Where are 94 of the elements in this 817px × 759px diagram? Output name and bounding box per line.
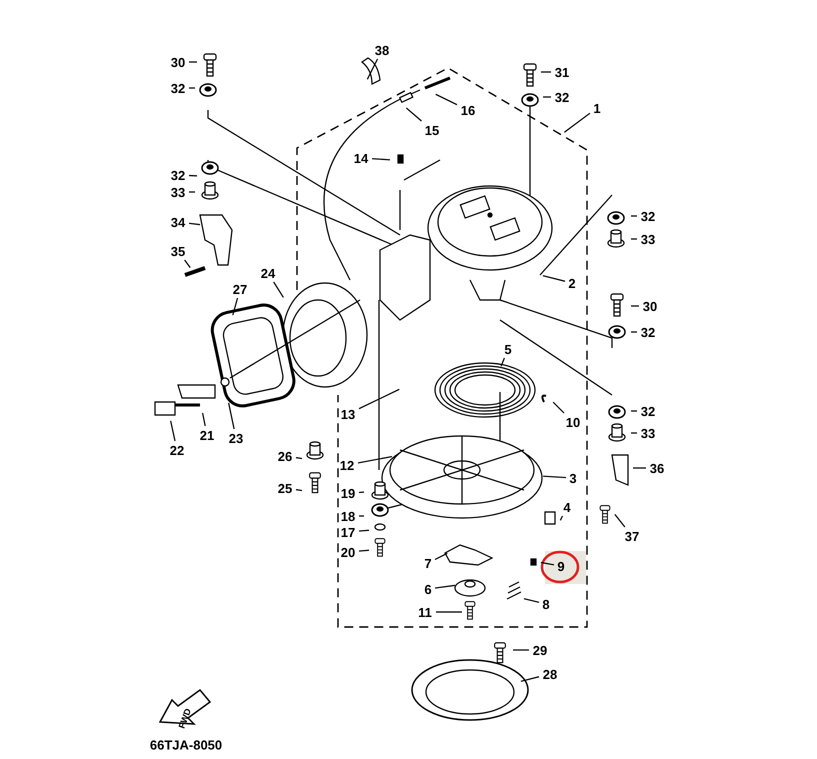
leader-line bbox=[232, 298, 238, 316]
leader-line bbox=[631, 305, 639, 307]
callout-number: 23 bbox=[226, 430, 246, 446]
callout-number: 16 bbox=[458, 102, 478, 118]
callout-number: 31 bbox=[552, 64, 572, 80]
leader-line bbox=[202, 412, 206, 426]
leader-line bbox=[500, 358, 505, 366]
callout-number: 21 bbox=[197, 427, 217, 443]
callout-number: 17 bbox=[338, 524, 358, 540]
leader-line bbox=[524, 598, 540, 603]
drawing-number: 66TJA-8050 bbox=[150, 738, 222, 752]
callout-number: 34 bbox=[168, 214, 188, 230]
leader-line bbox=[189, 191, 195, 193]
leader-line bbox=[358, 456, 392, 464]
leader-line bbox=[542, 275, 566, 282]
callout-number: 35 bbox=[168, 243, 188, 259]
callout-number: 10 bbox=[563, 414, 583, 430]
callout-number: 29 bbox=[530, 642, 550, 658]
leader-line bbox=[366, 58, 378, 80]
leader-line bbox=[631, 432, 637, 434]
leader-line bbox=[358, 388, 400, 410]
leader-line bbox=[296, 457, 302, 460]
callout-number: 6 bbox=[422, 581, 434, 597]
leader-line bbox=[633, 467, 646, 469]
leader-line bbox=[541, 71, 551, 73]
callout-number: 28 bbox=[540, 666, 560, 682]
callout-number: 5 bbox=[502, 341, 514, 357]
callout-number: 32 bbox=[168, 80, 188, 96]
leader-line bbox=[513, 649, 529, 651]
callout-number: 9 bbox=[555, 558, 567, 574]
callout-number: 38 bbox=[372, 42, 392, 58]
leader-line bbox=[540, 562, 554, 566]
leader-line bbox=[560, 516, 564, 521]
callout-number: 4 bbox=[561, 499, 573, 515]
callout-number: 24 bbox=[258, 265, 278, 281]
callout-number: 3 bbox=[567, 470, 579, 486]
callout-number: 32 bbox=[168, 167, 188, 183]
leader-line bbox=[188, 222, 200, 226]
callout-number: 33 bbox=[168, 184, 188, 200]
callout-number: 33 bbox=[638, 425, 658, 441]
callout-number: 7 bbox=[422, 555, 434, 571]
callout-number: 14 bbox=[351, 150, 371, 166]
leader-line bbox=[170, 420, 176, 442]
leader-line bbox=[189, 87, 195, 89]
callout-number: 36 bbox=[647, 460, 667, 476]
callout-number: 11 bbox=[415, 604, 435, 620]
leader-line bbox=[434, 552, 448, 560]
leader-line bbox=[358, 492, 364, 494]
leader-line bbox=[372, 158, 390, 160]
leader-line bbox=[564, 112, 590, 133]
callout-number: 15 bbox=[422, 122, 442, 138]
callout-number: 33 bbox=[638, 231, 658, 247]
leader-line bbox=[614, 514, 626, 528]
callout-number: 30 bbox=[640, 298, 660, 314]
leader-line bbox=[273, 282, 284, 298]
callout-number: 27 bbox=[230, 281, 250, 297]
callout-number: 32 bbox=[638, 324, 658, 340]
callout-number: 26 bbox=[275, 448, 295, 464]
leader-line bbox=[631, 410, 637, 412]
callout-number: 1 bbox=[591, 100, 603, 116]
callout-number: 32 bbox=[552, 89, 572, 105]
leader-line bbox=[436, 611, 462, 613]
leader-line bbox=[228, 402, 235, 430]
leader-line bbox=[542, 476, 566, 478]
leader-line bbox=[631, 238, 637, 240]
callout-number: 8 bbox=[540, 596, 552, 612]
callout-number: 32 bbox=[638, 208, 658, 224]
leader-line bbox=[359, 515, 364, 517]
leader-line bbox=[188, 174, 198, 176]
leader-line bbox=[631, 215, 637, 217]
direction-label: FWD bbox=[178, 708, 193, 730]
leader-line bbox=[184, 260, 191, 268]
callout-number: 18 bbox=[338, 508, 358, 524]
leader-line bbox=[434, 584, 456, 589]
callout-number: 22 bbox=[167, 442, 187, 458]
callout-number: 25 bbox=[275, 480, 295, 496]
callout-number: 30 bbox=[168, 54, 188, 70]
callout-number: 32 bbox=[638, 403, 658, 419]
leader-line bbox=[552, 402, 564, 414]
callout-number: 20 bbox=[338, 544, 358, 560]
callout-number: 19 bbox=[338, 485, 358, 501]
callout-number: 2 bbox=[566, 275, 578, 291]
leader-line bbox=[189, 61, 197, 63]
leader-line bbox=[358, 530, 370, 532]
callout-number: 12 bbox=[337, 457, 357, 473]
callout-number: 37 bbox=[622, 528, 642, 544]
callout-number: 13 bbox=[338, 406, 358, 422]
leader-line bbox=[358, 550, 370, 552]
leader-line bbox=[296, 489, 302, 492]
leader-line bbox=[435, 94, 458, 106]
leader-line bbox=[520, 676, 540, 682]
leader-line bbox=[543, 96, 551, 98]
leader-line bbox=[631, 331, 637, 333]
leader-line bbox=[406, 108, 422, 122]
